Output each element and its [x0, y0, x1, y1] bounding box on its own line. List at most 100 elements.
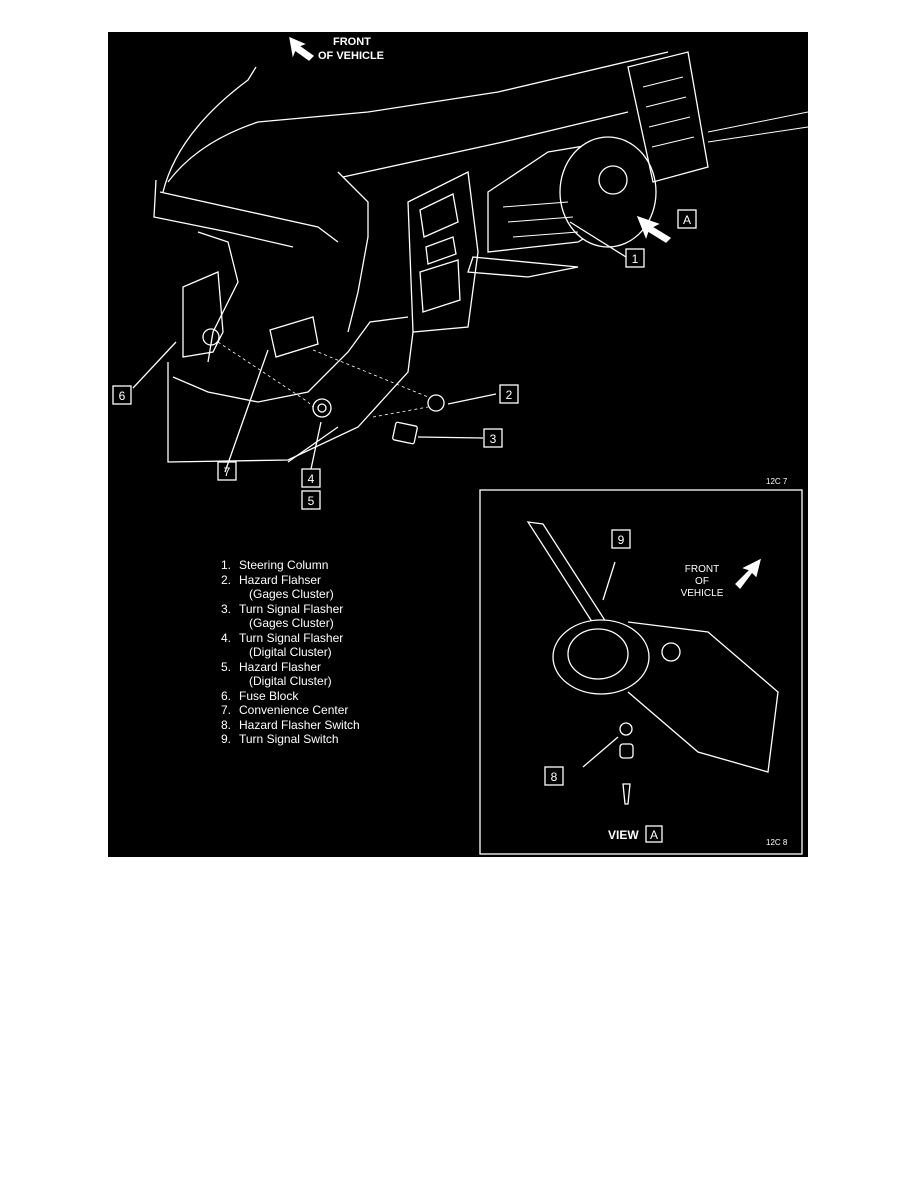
legend-item: 3. Turn Signal Flasher — [221, 602, 481, 617]
legend-subtext: (Gages Cluster) — [249, 616, 334, 630]
callout-3: 3 — [490, 432, 497, 446]
inset-hazard-knob — [619, 722, 633, 736]
dash-outline — [337, 171, 369, 333]
legend-text: Turn Signal Flasher — [239, 601, 344, 616]
fuse-block-part — [182, 271, 224, 358]
inset-column-hole — [661, 642, 681, 662]
leader-line-2 — [447, 393, 497, 405]
inset-front-arrow-icon — [735, 558, 761, 589]
front-of-vehicle-line2: OF VEHICLE — [318, 50, 384, 62]
inset-switch-face — [567, 628, 629, 680]
legend-subtext: (Digital Cluster) — [249, 674, 332, 688]
dash-outline — [197, 231, 239, 363]
legend-number: 1. — [221, 558, 232, 572]
inset-front-line3: VEHICLE — [681, 588, 724, 599]
inset-frame — [479, 489, 803, 855]
steering-column-hub — [598, 165, 628, 195]
dash-outline — [167, 51, 669, 183]
legend-number: 4. — [221, 630, 232, 645]
dash-outline — [153, 179, 294, 248]
switch-panel — [425, 236, 457, 265]
relay-panel — [642, 76, 695, 148]
legend-number: 2. — [221, 572, 232, 587]
legend-text: Convenience Center — [239, 703, 349, 717]
inset-front-line2: OF — [695, 576, 709, 587]
legend-text: Turn Signal Switch — [239, 732, 339, 746]
legend-number: 3. — [221, 601, 232, 616]
flasher-part-4-core — [317, 403, 327, 413]
dash-outline — [172, 316, 409, 403]
column-mount — [467, 256, 579, 278]
legend-number: 6. — [221, 688, 232, 703]
switch-panel — [419, 193, 459, 238]
inset-hazard-screw — [622, 783, 631, 805]
leader-line-4 — [310, 421, 322, 470]
dash-outline — [287, 426, 339, 463]
dash-outline — [159, 191, 339, 243]
dash-outline — [342, 111, 629, 178]
callout-4: 4 — [308, 472, 315, 486]
convenience-center-part — [269, 316, 319, 358]
legend-number: 8. — [221, 717, 232, 732]
inset-front-line1: FRONT — [685, 564, 719, 575]
callout-5: 5 — [308, 494, 315, 508]
inset-leader-9 — [602, 561, 616, 601]
flasher-part-2 — [427, 394, 445, 412]
leader-line-6 — [132, 341, 177, 389]
legend-item: 6.Fuse Block — [221, 689, 481, 704]
legend-number: 7. — [221, 703, 232, 717]
leader-line-7 — [224, 349, 269, 473]
inset-view-label: VIEW — [608, 828, 639, 842]
legend-item: 8. Hazard Flasher Switch — [221, 718, 481, 733]
diagram-drawing: FRONT OF VEHICLE A 1 2 3 4 5 6 7 12C 7 9… — [112, 36, 808, 855]
main-view-code: 12C 7 — [766, 477, 788, 486]
legend-item: 5. Hazard Flasher — [221, 660, 481, 675]
inset-leader-8 — [582, 736, 619, 768]
callout-6: 6 — [119, 389, 126, 403]
inset-hazard-body — [619, 743, 634, 759]
view-arrow-icon — [636, 215, 672, 243]
leader-line-3 — [417, 436, 484, 439]
connection-line — [372, 406, 429, 418]
legend-subtext: (Gages Cluster) — [249, 587, 334, 601]
callout-2: 2 — [506, 388, 513, 402]
legend-item: 2. Hazard Flahser — [221, 573, 481, 588]
switch-panel — [407, 171, 479, 333]
legend-text: Turn Signal Flasher — [239, 630, 344, 645]
callout-7: 7 — [224, 465, 231, 479]
inset-column-body — [627, 621, 779, 773]
fuse-block-connector — [202, 328, 220, 346]
dash-outline — [167, 331, 414, 463]
legend-item: 7. Convenience Center — [221, 703, 481, 718]
legend-item: 4. Turn Signal Flasher — [221, 631, 481, 646]
inset-view-letter: A — [650, 828, 658, 842]
legend-text: Steering Column — [239, 558, 329, 572]
dash-outline — [162, 66, 257, 193]
column-hatch — [502, 201, 579, 238]
callout-1: 1 — [632, 252, 639, 266]
leader-line-1 — [569, 221, 627, 258]
callout-view-letter: A — [683, 213, 691, 227]
legend-number: 9. — [221, 732, 232, 746]
wiring-diagram-figure: FRONT OF VEHICLE A 1 2 3 4 5 6 7 12C 7 9… — [108, 32, 808, 857]
legend-text: Hazard Flasher Switch — [239, 717, 360, 732]
legend-subtext: (Digital Cluster) — [249, 645, 332, 659]
front-of-vehicle-line1: FRONT — [333, 36, 371, 48]
steering-column-end — [559, 136, 657, 248]
inset-code: 12C 8 — [766, 838, 788, 847]
front-arrow-icon — [289, 36, 315, 61]
connection-line — [312, 349, 429, 398]
relay-panel — [707, 111, 808, 143]
callout-9: 9 — [618, 533, 625, 547]
connection-line — [217, 341, 319, 413]
legend-item: 9. Turn Signal Switch — [221, 732, 481, 747]
flasher-part-4 — [312, 398, 332, 418]
legend-text: Hazard Flasher — [239, 659, 322, 674]
legend-item: 1. Steering Column — [221, 558, 481, 573]
legend-number: 5. — [221, 659, 232, 674]
legend-text: Hazard Flahser — [239, 572, 322, 587]
flasher-part-3 — [392, 421, 418, 445]
relay-panel — [627, 51, 709, 183]
switch-panel — [419, 259, 461, 313]
